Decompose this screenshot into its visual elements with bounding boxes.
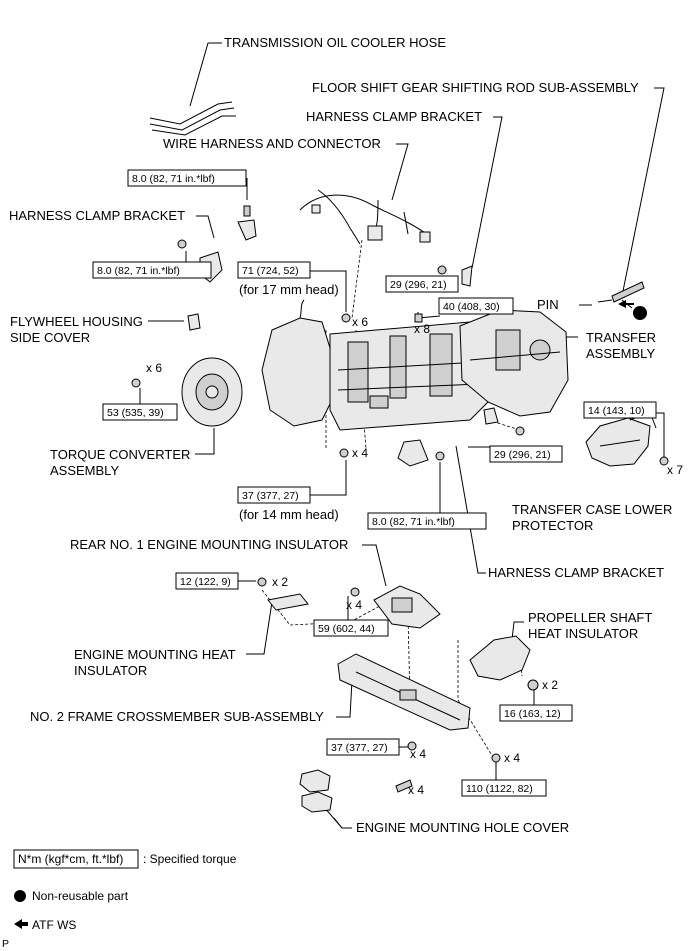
torque-t11: 12 (122, 9) [180,576,231,588]
transmission-assembly [261,299,491,431]
label-protector-2: PROTECTOR [512,518,593,533]
qty-110: x 4 [504,751,520,765]
legend-nonreusable-dot [14,890,26,902]
label-harness-clamp-right: HARNESS CLAMP BRACKET [488,565,664,580]
label-transfer-2: ASSEMBLY [586,346,655,361]
label-17mm-head: (for 17 mm head) [239,282,339,297]
legend-unit-box: N*m (kgf*cm, ft.*lbf) [18,852,123,866]
non-reusable-mark [633,306,647,320]
torque-t1: 8.0 (82, 71 in.*lbf) [132,173,215,185]
corner-code: P [2,938,9,950]
torque-t7: 14 (143, 10) [588,405,645,417]
wire-harness-and-connector [299,189,431,245]
torque-t12: 59 (602, 44) [318,623,375,635]
torque-t13: 16 (163, 12) [504,708,561,720]
torque-t8: 29 (296, 21) [494,449,551,461]
qty-37c: x 4 [408,783,424,797]
torque-t4: 29 (296, 21) [390,279,447,291]
torque-t5: 40 (408, 30) [443,301,500,313]
qty-14mm: x 4 [352,446,368,460]
label-hole-cover: ENGINE MOUNTING HOLE COVER [356,820,569,835]
qty-protector: x 7 [667,463,683,477]
qty-37b: x 4 [410,747,426,761]
flywheel-housing-side-cover [187,313,201,331]
label-wire-harness: WIRE HARNESS AND CONNECTOR [163,136,381,151]
legend-nonreusable: Non-reusable part [32,889,129,903]
bolts [131,265,669,793]
label-oil-cooler-hose: TRANSMISSION OIL COOLER HOSE [224,35,446,50]
engine-mounting-heat-insulator [267,593,309,611]
legend-atf: ATF WS [32,918,76,932]
qty-59: x 4 [346,598,362,612]
label-flywheel-1: FLYWHEEL HOUSING [10,314,143,329]
torque-t9: 37 (377, 27) [242,490,299,502]
label-heat-insulator-1: ENGINE MOUNTING HEAT [74,647,236,662]
label-rear-insulator: REAR NO. 1 ENGINE MOUNTING INSULATOR [70,537,348,552]
torque-t10: 8.0 (82, 71 in.*lbf) [372,516,455,528]
label-propeller-1: PROPELLER SHAFT [528,610,652,625]
transfer-case-lower-protector [585,411,657,467]
transfer-assembly [459,309,569,417]
quantities: x 6 x 8 x 6 x 7 x 4 x 2 x 4 x 2 x 4 x 4 … [146,315,683,797]
legend: N*m (kgf*cm, ft.*lbf) : Specified torque… [2,849,237,950]
torque-boxes: 8.0 (82, 71 in.*lbf) 8.0 (82, 71 in.*lbf… [92,169,657,797]
qty-17mm: x 6 [352,315,368,329]
label-heat-insulator-2: INSULATOR [74,663,147,678]
harness-clamp-bracket-right-part [397,407,499,467]
qty-tc: x 6 [146,361,162,375]
label-14mm-head: (for 14 mm head) [239,507,339,522]
propeller-shaft-heat-insulator [469,635,531,681]
label-harness-clamp-left: HARNESS CLAMP BRACKET [9,208,185,223]
torque-t3: 71 (724, 52) [242,265,299,277]
label-flywheel-2: SIDE COVER [10,330,90,345]
labels: TRANSMISSION OIL COOLER HOSE FLOOR SHIFT… [9,35,672,835]
atf-ws-arrow [618,300,634,308]
label-crossmember: NO. 2 FRAME CROSSMEMBER SUB-ASSEMBLY [30,709,324,724]
qty-12: x 2 [272,575,288,589]
label-harness-clamp-top: HARNESS CLAMP BRACKET [306,109,482,124]
label-tc-2: ASSEMBLY [50,463,119,478]
label-transfer-1: TRANSFER [586,330,656,345]
label-floor-shift-rod: FLOOR SHIFT GEAR SHIFTING ROD SUB-ASSEMB… [312,80,639,95]
no-2-frame-crossmember [337,653,471,731]
engine-mounting-hole-cover [299,769,333,813]
torque-t15: 110 (1122, 82) [466,783,533,795]
torque-converter-assembly [181,357,243,427]
label-tc-1: TORQUE CONVERTER [50,447,190,462]
torque-t14: 37 (377, 27) [331,742,388,754]
torque-t6: 53 (535, 39) [107,407,164,419]
qty-40: x 8 [414,322,430,336]
transmission-oil-cooler-hose [149,101,236,136]
qty-16: x 2 [542,678,558,692]
legend-atf-arrow [14,919,28,929]
legend-unit-desc: : Specified torque [143,852,237,866]
torque-t2: 8.0 (82, 71 in.*lbf) [97,265,180,277]
label-pin: PIN [537,297,559,312]
label-protector-1: TRANSFER CASE LOWER [512,502,672,517]
rear-engine-mounting-insulator [373,585,441,629]
label-propeller-2: HEAT INSULATOR [528,626,638,641]
